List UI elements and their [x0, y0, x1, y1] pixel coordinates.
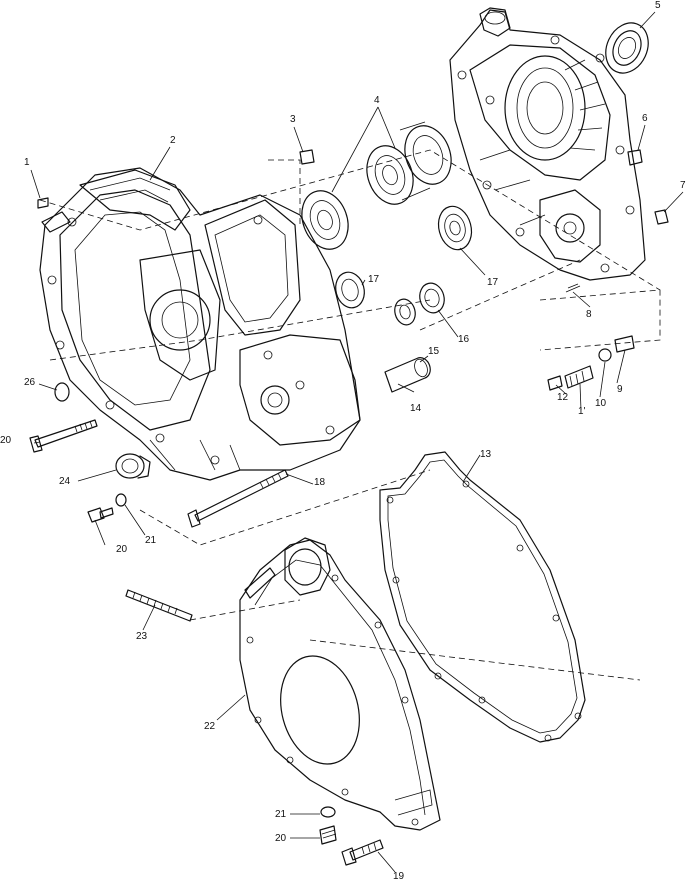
callout-8: 8 — [586, 309, 592, 320]
callout-20-bottom: 20 — [275, 833, 287, 844]
gasket-13 — [379, 451, 586, 743]
bolt-18 — [187, 469, 289, 528]
seals-15-16-17 — [335, 271, 445, 326]
callout-15: 15 — [428, 346, 440, 357]
callout-10: 10 — [595, 398, 607, 409]
callout-12: 12 — [557, 392, 569, 403]
callout-24: 24 — [59, 476, 71, 487]
callout-16: 16 — [458, 334, 470, 345]
callout-3: 3 — [290, 114, 296, 125]
oil-seal-5 — [605, 22, 649, 74]
callout-17-lower: 17 — [487, 277, 499, 288]
right-fasteners — [547, 149, 669, 391]
dowel-3 — [299, 149, 315, 165]
callout-6: 6 — [642, 113, 648, 124]
pin-1 — [37, 197, 49, 209]
callout-11: 1' — [578, 406, 586, 417]
stud-23 — [125, 589, 193, 622]
washer-26 — [54, 382, 70, 402]
callout-18: 18 — [314, 477, 326, 488]
callout-21-middle: 21 — [145, 535, 157, 546]
callout-21-bottom: 21 — [275, 809, 287, 820]
sleeve-14 — [384, 357, 431, 393]
callout-5: 5 — [655, 0, 661, 11]
clutch-cover-22 — [239, 537, 441, 831]
callout-1: 1 — [24, 157, 30, 168]
callout-9: 9 — [617, 384, 623, 395]
callout-7: 7 — [680, 180, 686, 191]
callout-20-left: 20 — [0, 435, 12, 446]
callout-4: 4 — [374, 95, 380, 106]
callout-17-upper: 17 — [368, 274, 380, 285]
callout-2: 2 — [170, 135, 176, 146]
left-crankcase-half — [39, 167, 361, 481]
callout-20-middle: 20 — [116, 544, 128, 555]
assembly-guide-lines — [39, 149, 661, 681]
bolt-20-washer-21 — [87, 493, 127, 523]
callout-13: 13 — [480, 449, 492, 460]
callout-14: 14 — [410, 403, 422, 414]
right-crankcase-half — [449, 7, 646, 281]
callout-22: 22 — [204, 721, 216, 732]
bolt-20-left — [29, 419, 98, 453]
plug-24 — [115, 453, 151, 479]
bearing-17-right — [437, 205, 473, 251]
callout-26: 26 — [24, 377, 36, 388]
callout-23: 23 — [136, 631, 148, 642]
callout-19: 19 — [393, 871, 405, 882]
leader-lines — [30, 11, 684, 873]
bottom-fasteners — [319, 806, 384, 866]
bearing-pair-4 — [301, 121, 452, 250]
